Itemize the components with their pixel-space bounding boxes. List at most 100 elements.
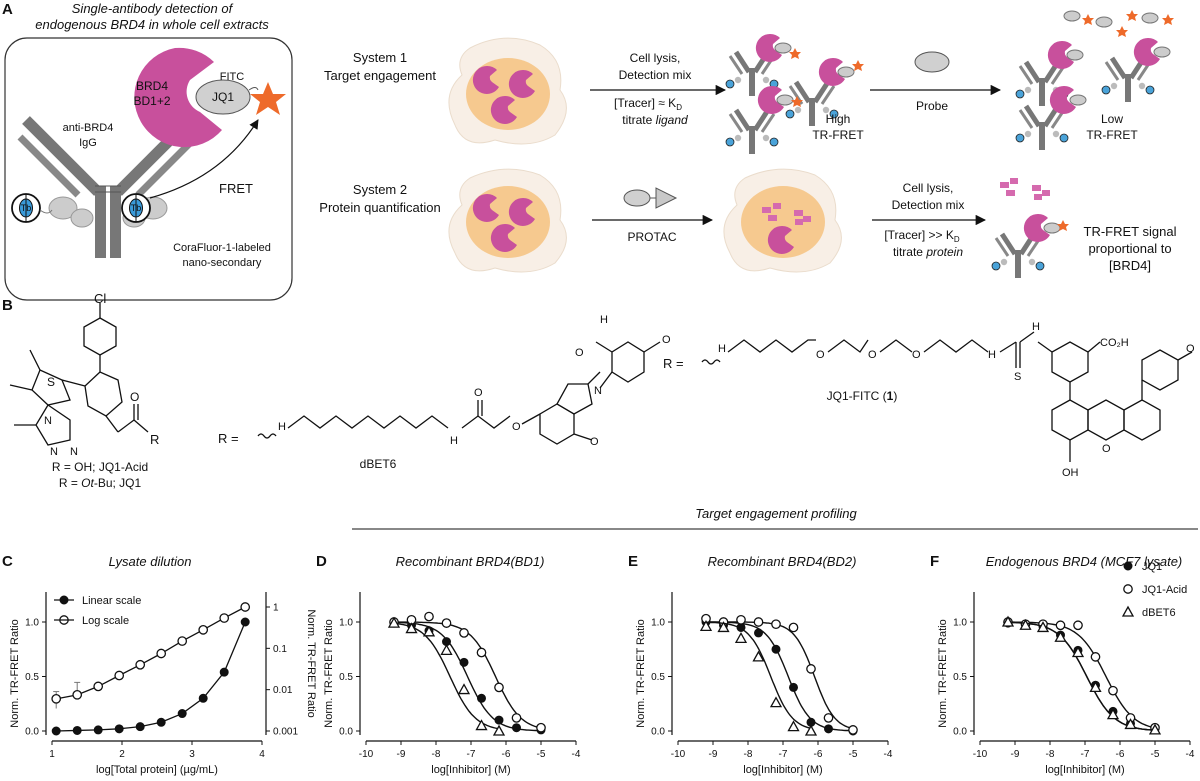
data-point bbox=[699, 620, 713, 632]
x-tick-label: -10 bbox=[359, 749, 374, 760]
x-axis-label: log[Total protein] (µg/mL) bbox=[96, 764, 218, 776]
data-point bbox=[240, 602, 251, 612]
x-tick-label: -5 bbox=[1151, 749, 1160, 760]
legend-label: Linear scale bbox=[82, 595, 141, 607]
x-tick-label: -5 bbox=[849, 749, 858, 760]
o-atom-label-peg2: O bbox=[868, 349, 877, 361]
legend-marker bbox=[1123, 584, 1133, 594]
nano-label-line1: CoraFluor-1-labeled bbox=[173, 242, 271, 254]
chart-title: Recombinant BRD4(BD1) bbox=[396, 554, 545, 569]
cell-system1 bbox=[448, 37, 567, 145]
tb-label-left: Tb bbox=[21, 203, 32, 213]
high-label-line2: TR-FRET bbox=[812, 128, 864, 142]
x-axis-label: log[Inhibitor] (M) bbox=[431, 764, 510, 776]
oh-label: OH bbox=[1062, 467, 1079, 479]
s2-step-line4: titrate protein bbox=[893, 245, 963, 259]
panel-letter-e: E bbox=[628, 553, 638, 570]
panel-letter-a: A bbox=[2, 1, 13, 18]
x-tick-label: -6 bbox=[502, 749, 511, 760]
dbet6-label: dBET6 bbox=[360, 457, 397, 471]
y-tick-label: 1.0 bbox=[25, 618, 39, 629]
chart-d-recombinant-bd1: Recombinant BRD4(BD1)-10-9-8-7-6-5-40.00… bbox=[323, 554, 581, 776]
y-tick-label: 1.0 bbox=[339, 618, 353, 629]
nh-label-glut: H bbox=[600, 314, 608, 326]
panel-a-title-line1: Single-antibody detection of bbox=[72, 1, 234, 16]
y-tick-label: 0.5 bbox=[953, 672, 967, 683]
antibody-label-line2: IgG bbox=[79, 137, 97, 149]
data-point bbox=[135, 722, 145, 732]
y-right-tick-label: 1 bbox=[273, 603, 279, 614]
data-point bbox=[475, 719, 488, 731]
nh-label-1: H bbox=[278, 421, 286, 433]
system1-label-line1: System 1 bbox=[353, 50, 407, 65]
series-line-linear-scale bbox=[56, 621, 246, 732]
signal-label-line1: TR-FRET signal bbox=[1084, 224, 1177, 239]
probe-shape bbox=[914, 51, 950, 73]
o-atom-label-keto: O bbox=[1186, 343, 1195, 355]
data-point bbox=[824, 724, 833, 734]
x-tick-label: -6 bbox=[1116, 749, 1125, 760]
dbet6-r-equals: R = bbox=[218, 431, 239, 446]
jq1-ligand-shape bbox=[195, 79, 251, 115]
data-point bbox=[771, 619, 781, 630]
jq1-label: JQ1 bbox=[212, 90, 234, 104]
x-tick-label: 2 bbox=[119, 749, 125, 760]
data-point bbox=[1055, 620, 1066, 631]
probe-label: Probe bbox=[916, 99, 948, 113]
nano-secondary-right: Tb bbox=[121, 193, 168, 228]
antibody-label-line1: anti-BRD4 bbox=[63, 122, 114, 134]
legend-label: JQ1-Acid bbox=[1142, 584, 1187, 596]
o-atom-label-amide: O bbox=[474, 387, 483, 399]
series-line-log-scale bbox=[56, 606, 246, 700]
y-axis-label: Norm. TR-FRET Ratio bbox=[9, 619, 21, 727]
nh-label-fitc2: H bbox=[988, 349, 996, 361]
panel-a: A Single-antibody detection of endogenou… bbox=[2, 1, 1177, 301]
tb-label-right: Tb bbox=[131, 203, 142, 213]
panel-b: B Cl S N N N O R R = OH; JQ1-Acid bbox=[2, 291, 1195, 490]
brd4-label-line2: BD1+2 bbox=[133, 94, 170, 108]
data-point bbox=[771, 644, 781, 654]
x-tick-label: -5 bbox=[537, 749, 546, 760]
x-tick-label: -10 bbox=[973, 749, 988, 760]
data-point bbox=[93, 725, 103, 735]
o-atom-label-jq1: O bbox=[130, 390, 139, 404]
data-point bbox=[536, 722, 546, 733]
data-point bbox=[1036, 621, 1050, 633]
o-atom-label-peg1: O bbox=[816, 349, 825, 361]
panel-letter-b: B bbox=[2, 297, 13, 314]
data-point bbox=[1073, 620, 1083, 631]
data-point bbox=[156, 717, 166, 727]
x-tick-label: -4 bbox=[1186, 749, 1195, 760]
data-point bbox=[72, 725, 82, 735]
data-point bbox=[752, 650, 765, 662]
x-tick-label: -7 bbox=[467, 749, 476, 760]
y-tick-label: 0.0 bbox=[651, 727, 665, 738]
x-tick-label: -10 bbox=[671, 749, 686, 760]
signal-label-line3: [BRD4] bbox=[1109, 258, 1151, 273]
n-atom-label-2: N bbox=[50, 446, 58, 458]
data-point bbox=[219, 667, 229, 677]
n-atom-label-3: N bbox=[70, 446, 78, 458]
r-definition-line1: R = OH; JQ1-Acid bbox=[52, 460, 148, 474]
data-point bbox=[422, 625, 436, 637]
data-point bbox=[177, 709, 187, 719]
nano-label-line2: nano-secondary bbox=[183, 257, 262, 269]
r-group-label: R bbox=[150, 432, 159, 447]
protac-ligand-shape bbox=[623, 189, 651, 207]
r-definition-line2: R = Ot-Bu; JQ1 bbox=[59, 476, 142, 490]
fit-curve-jq1-acid bbox=[1008, 621, 1156, 729]
jq1-structure: Cl S N N N O R R = OH; JQ1-Acid R = Ot-B… bbox=[9, 291, 159, 490]
x-tick-label: -9 bbox=[397, 749, 406, 760]
data-point bbox=[736, 614, 746, 625]
data-point bbox=[823, 713, 834, 723]
legend-marker bbox=[1123, 561, 1133, 571]
chart-title: Recombinant BRD4(BD2) bbox=[708, 554, 857, 569]
s1-step-line4: titrate ligand bbox=[622, 113, 688, 127]
data-point bbox=[51, 693, 62, 704]
x-tick-label: -7 bbox=[779, 749, 788, 760]
y-right-tick-label: 0.001 bbox=[273, 727, 298, 738]
y-tick-label: 0.0 bbox=[339, 727, 353, 738]
cl-label: Cl bbox=[94, 291, 106, 306]
data-point bbox=[114, 724, 124, 734]
y-tick-label: 0.0 bbox=[25, 727, 39, 738]
